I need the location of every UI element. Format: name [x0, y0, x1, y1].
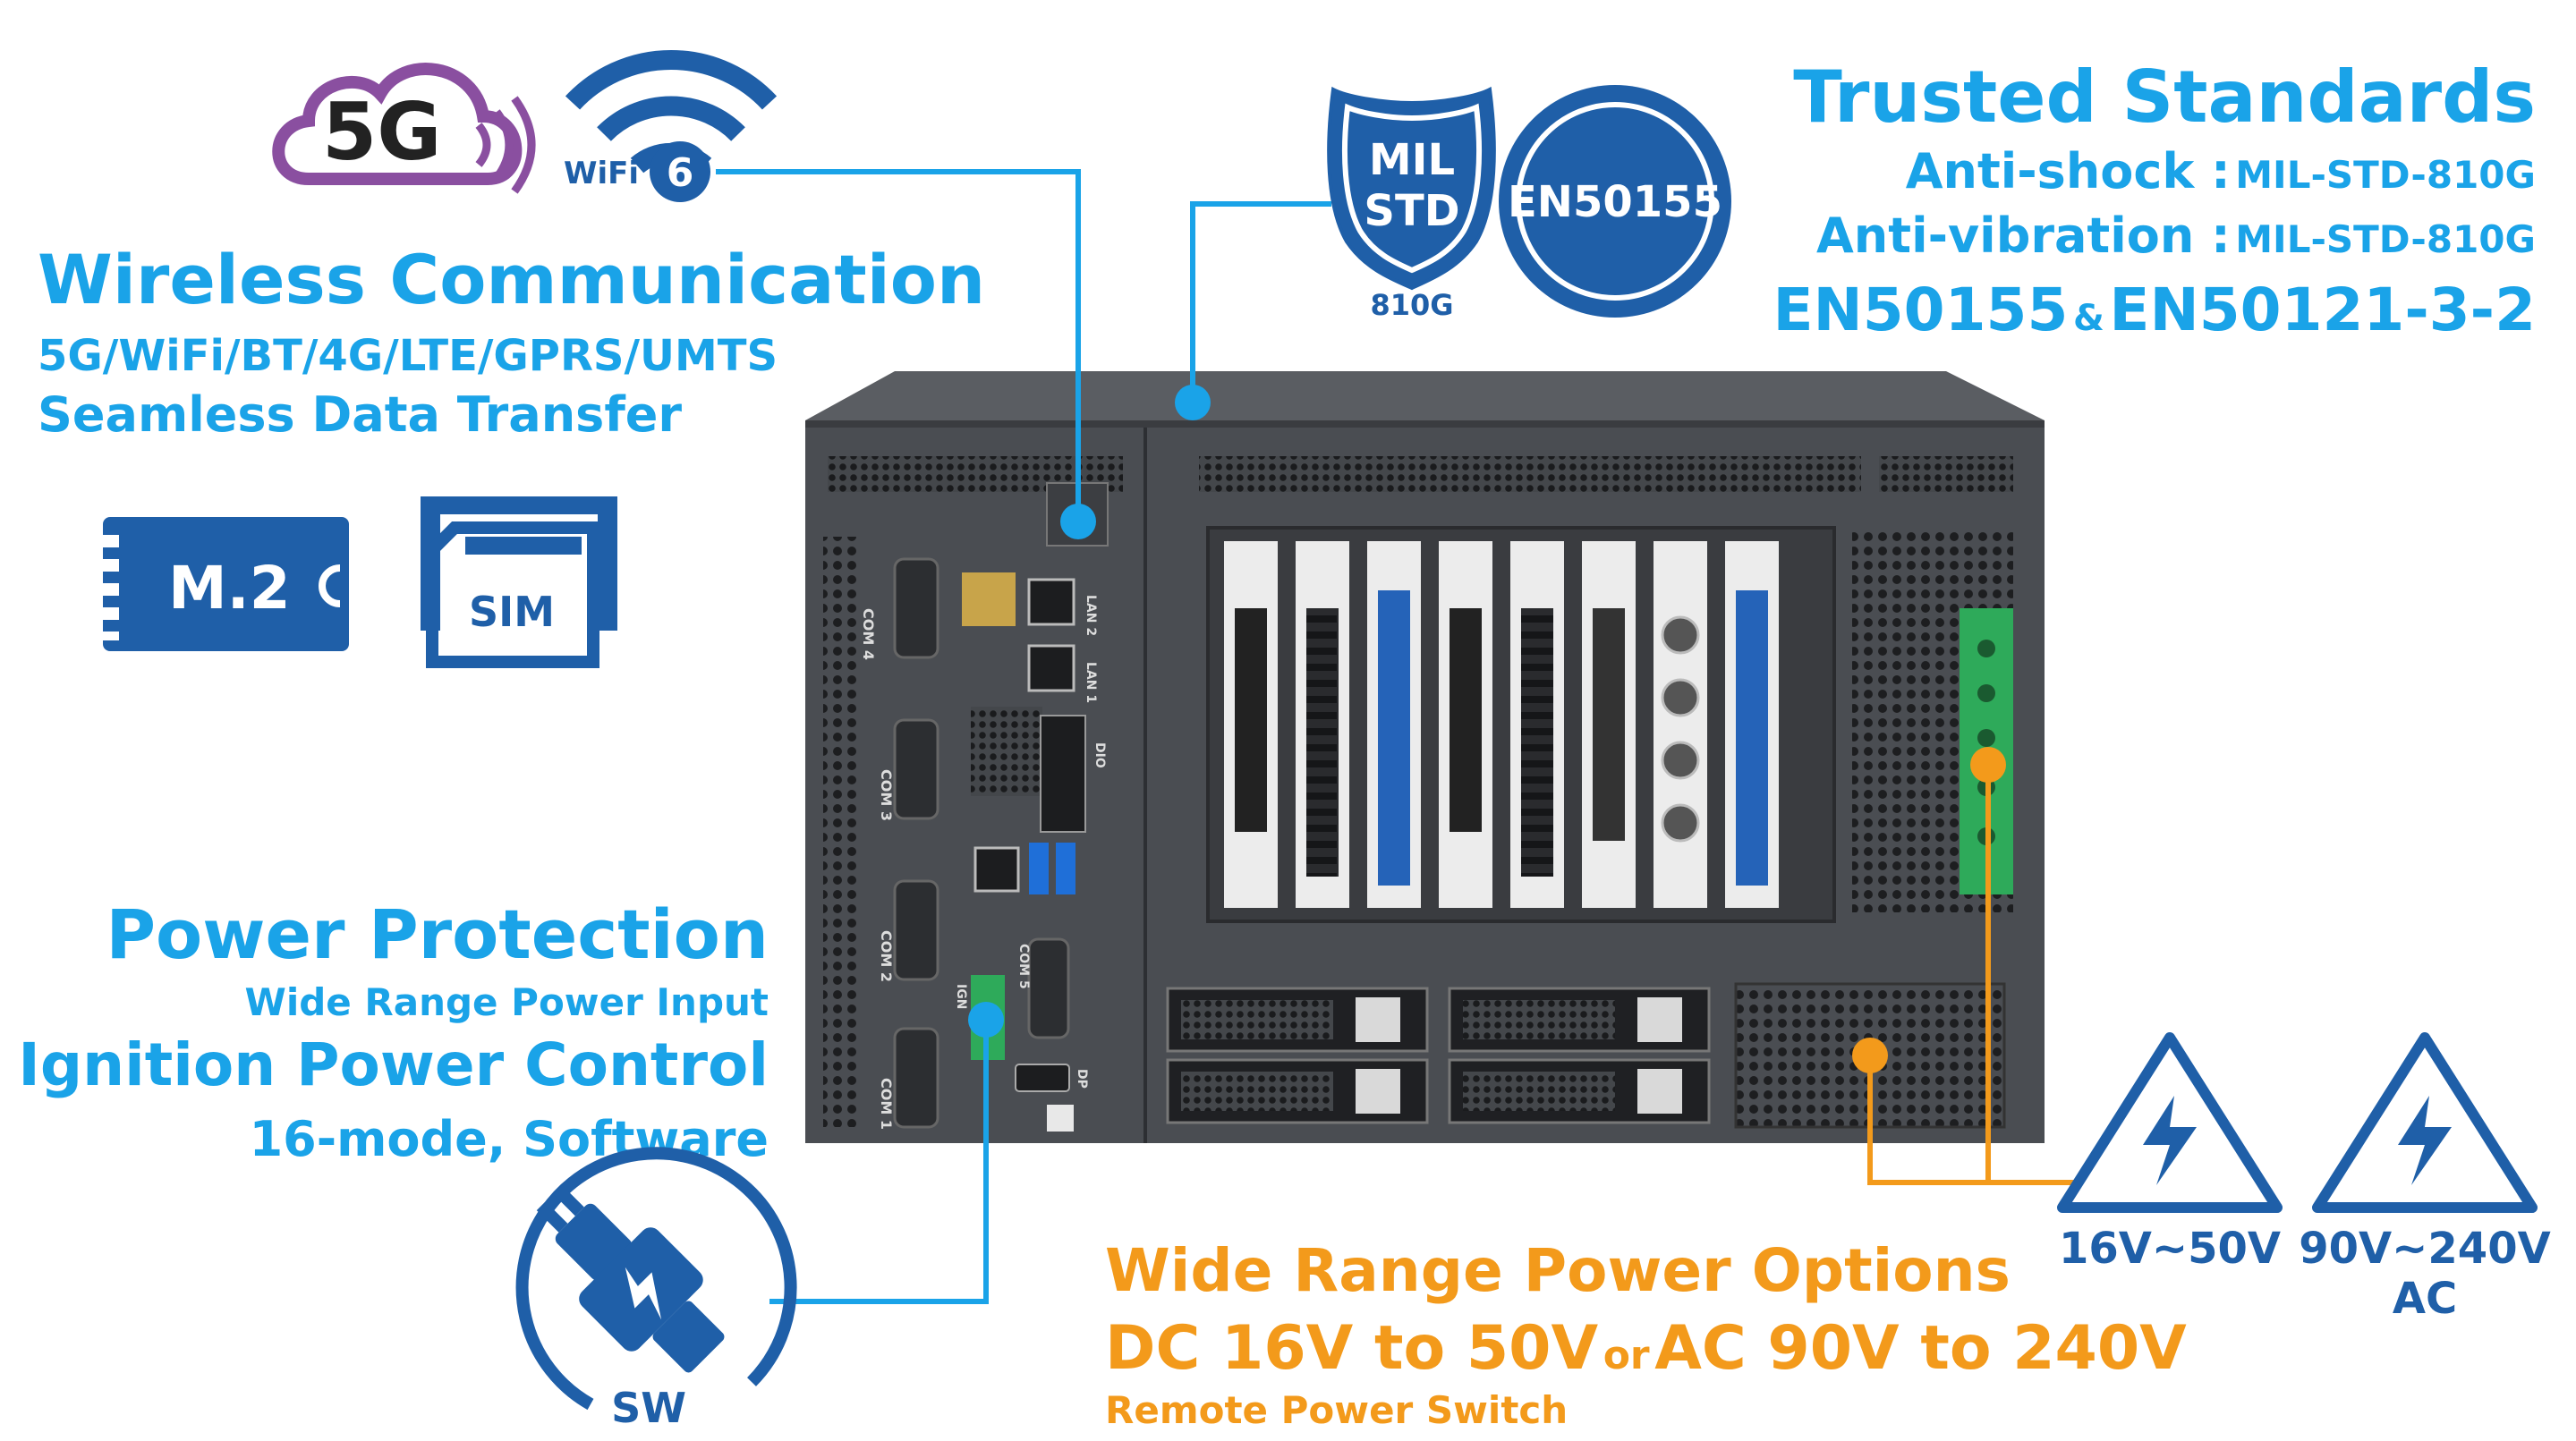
drive-bays	[1166, 987, 1711, 1124]
power-switch-icon: SW	[515, 1147, 797, 1432]
wifi6-icon: WiFi 6	[564, 50, 778, 202]
en-amp: &	[2072, 298, 2104, 339]
expansion-cards	[1224, 541, 1779, 908]
sim-label: SIM	[469, 588, 555, 636]
dp-label: DP	[1075, 1069, 1089, 1089]
or-text: or	[1603, 1333, 1650, 1378]
sw-label: SW	[611, 1384, 686, 1432]
power-options-title: Wide Range Power Options	[1105, 1236, 2011, 1305]
wireless-transfer: Seamless Data Transfer	[38, 386, 683, 443]
en50155-badge-icon: EN50155	[1499, 85, 1731, 318]
wireless-protocols: 5G/WiFi/BT/4G/LTE/GPRS/UMTS	[38, 331, 778, 381]
ignition-title: Ignition Power Control	[18, 1030, 769, 1099]
m2-label: M.2	[168, 554, 291, 623]
com5-label: COM 5	[1016, 944, 1031, 989]
vibration-value: MIL-STD-810G	[2235, 217, 2536, 261]
5g-cloud-icon: 5G	[272, 63, 536, 194]
wifi-label: WiFi	[564, 156, 639, 191]
dc-power-warning-icon: 16V~50V	[2057, 1032, 2283, 1274]
power-protection-input: Wide Range Power Input	[244, 980, 769, 1024]
com-port-5: COM 5	[1016, 937, 1070, 1039]
dc-range: DC 16V to 50V	[1105, 1313, 1599, 1384]
standards-en: EN50155 & EN50121-3-2	[1773, 275, 2536, 344]
vibration-label: Anti-vibration :	[1816, 208, 2231, 264]
ac-range: AC 90V to 240V	[1654, 1313, 2187, 1384]
com-port-1: COM 1	[878, 1027, 939, 1130]
lan2-label: LAN 2	[1084, 595, 1098, 636]
mil-sub: 810G	[1370, 288, 1453, 322]
mil-line1: MIL	[1369, 135, 1455, 185]
dc-badge-label: 16V~50V	[2059, 1224, 2281, 1274]
5g-label: 5G	[322, 86, 441, 178]
com3-label: COM 3	[878, 769, 895, 821]
en-right: EN50121-3-2	[2109, 275, 2536, 344]
standards-shock: Anti-shock : MIL-STD-810G	[1906, 143, 2536, 199]
power-protection-title: Power Protection	[106, 894, 769, 974]
m2-slot-icon: M.2	[103, 517, 349, 651]
dio-connector: DIO	[1040, 715, 1107, 833]
mil-std-shield-icon: MIL STD 810G	[1327, 86, 1496, 322]
ign-label: IGN	[954, 984, 968, 1009]
shock-value: MIL-STD-810G	[2235, 153, 2536, 197]
power-options-range: DC 16V to 50V or AC 90V to 240V	[1105, 1313, 2187, 1384]
ac-power-warning-icon: 90V~240V AC	[2299, 1032, 2551, 1324]
standards-vibration: Anti-vibration : MIL-STD-810G	[1816, 208, 2536, 264]
sim-card-icon: SIM	[421, 496, 617, 668]
remote-power-switch: Remote Power Switch	[1105, 1388, 1569, 1432]
en-left: EN50155	[1773, 275, 2069, 344]
com4-label: COM 4	[860, 608, 877, 660]
com-port-3: COM 3	[878, 718, 939, 821]
standards-title: Trusted Standards	[1793, 55, 2536, 139]
com1-label: COM 1	[878, 1078, 895, 1130]
ac-badge-line2: AC	[2393, 1274, 2457, 1324]
wifi-number: 6	[667, 150, 694, 196]
lan1-label: LAN 1	[1084, 662, 1098, 703]
dio-label: DIO	[1092, 742, 1107, 768]
com-port-2: COM 2	[878, 879, 939, 982]
com2-label: COM 2	[878, 930, 895, 982]
ac-badge-line1: 90V~240V	[2299, 1224, 2551, 1274]
power-button-icon	[1047, 1105, 1074, 1132]
chassis: COM 4 COM 3 COM 2 COM 1 LAN 2 LAN 1 DIO	[805, 371, 2045, 1143]
wireless-title: Wireless Communication	[38, 240, 986, 319]
mil-line2: STD	[1364, 186, 1459, 236]
com-port-4: COM 4	[860, 557, 939, 660]
shock-label: Anti-shock :	[1905, 143, 2231, 199]
en-badge-label: EN50155	[1508, 177, 1722, 227]
callout-lines	[716, 169, 2076, 1304]
lan-ports: LAN 2 LAN 1	[962, 572, 1098, 703]
